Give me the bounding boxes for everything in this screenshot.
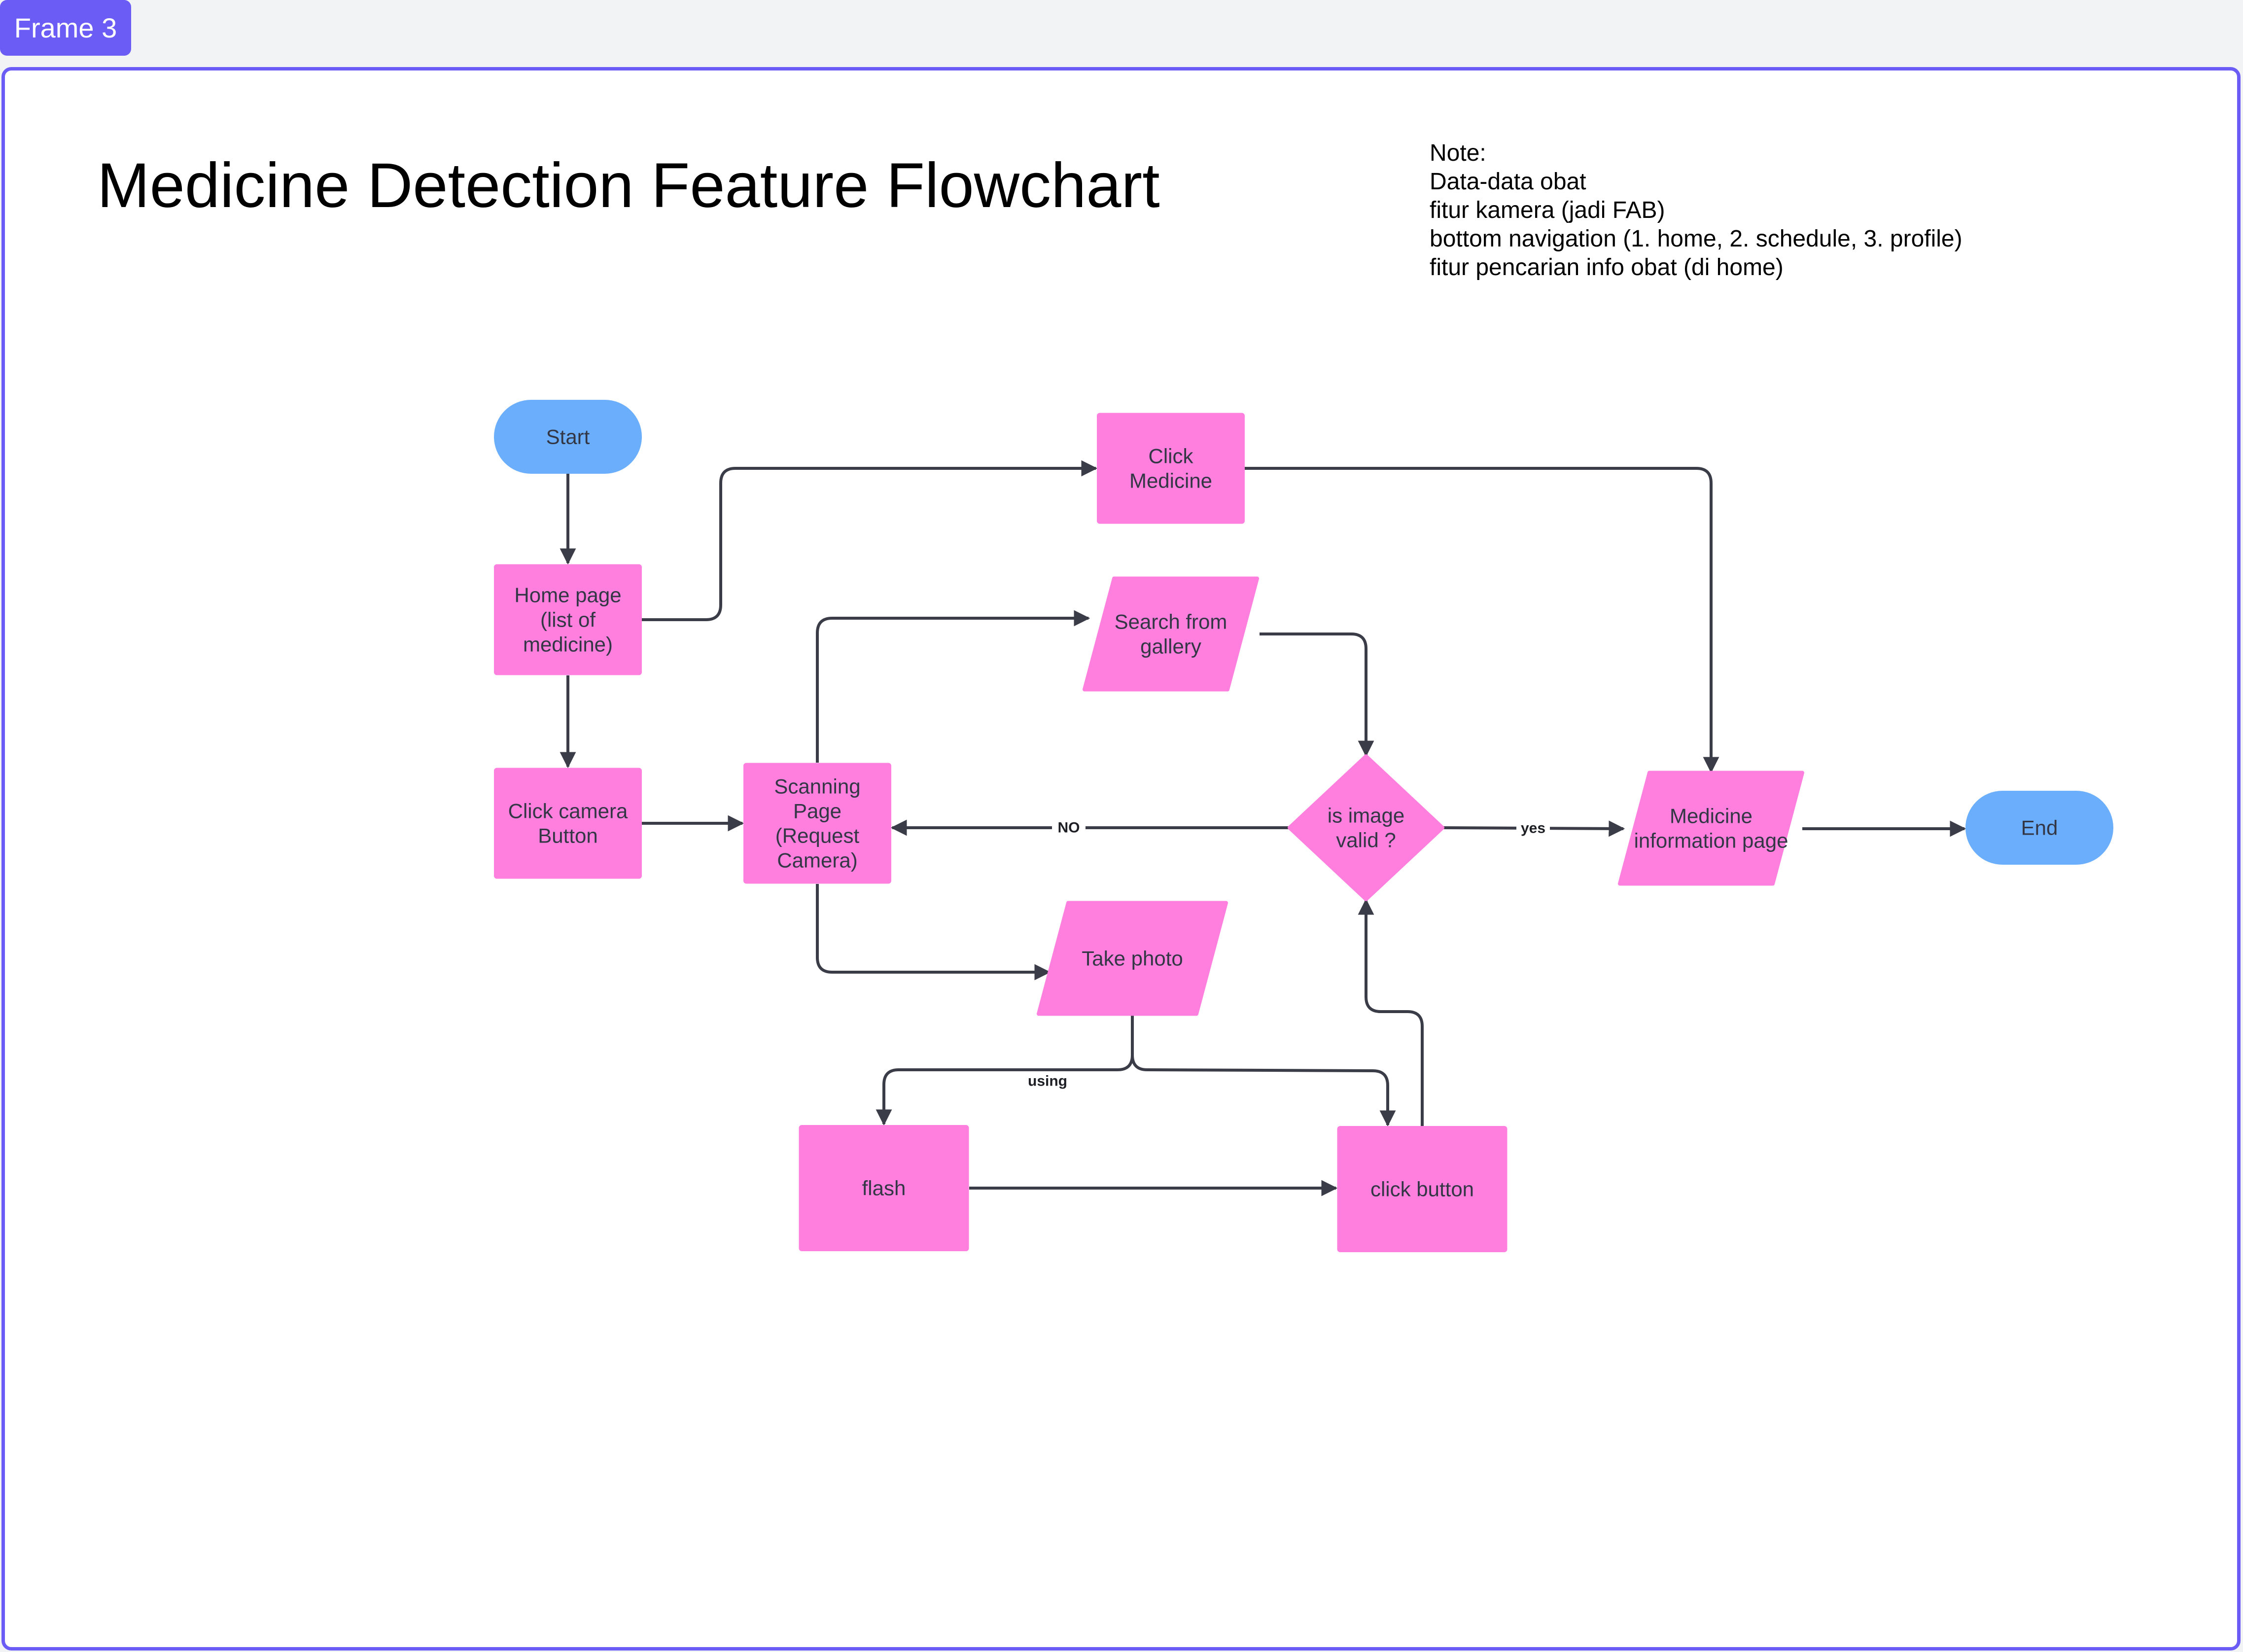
edge-photo-flash <box>876 1014 1134 1126</box>
node-label-line: flash <box>862 1177 906 1200</box>
node-label-line: (Request <box>775 824 860 847</box>
node-label-line: Scanning <box>774 775 860 798</box>
decision-shape <box>1288 754 1444 901</box>
note-line: fitur pencarian info obat (di home) <box>1430 254 1784 281</box>
terminal-shape <box>494 400 642 474</box>
edge-label-valid-info: yes <box>1521 820 1545 837</box>
node-label-line: Click <box>1149 445 1194 468</box>
edge-clickmed-info <box>1245 467 1719 773</box>
edge-scan-photo <box>816 884 1051 981</box>
node-label-line: gallery <box>1140 635 1201 658</box>
data-shape <box>1037 901 1228 1016</box>
terminal-shape <box>1965 791 2113 865</box>
node-flash[interactable]: flash <box>799 1125 969 1251</box>
node-label-line: Click camera <box>508 800 628 823</box>
process-shape <box>743 763 891 884</box>
diagram-title: Medicine Detection Feature Flowchart <box>97 150 1160 221</box>
note-heading: Note: <box>1430 140 1486 166</box>
process-shape <box>494 564 642 675</box>
node-label: click button <box>1370 1178 1474 1201</box>
process-shape <box>799 1125 969 1251</box>
edge-photo-click <box>1131 1054 1396 1127</box>
node-label-line: Medicine <box>1129 469 1212 492</box>
process-shape <box>1097 413 1245 524</box>
node-label: flash <box>862 1177 906 1200</box>
node-label-line: valid ? <box>1336 829 1396 852</box>
edge-scan-search <box>816 610 1090 763</box>
node-label-line: (list of <box>540 608 596 632</box>
node-take-photo[interactable]: Take photo <box>1037 901 1228 1016</box>
edge-label-bg <box>1052 818 1086 838</box>
edge-labels: NO yes using <box>1028 818 1550 1091</box>
note-line: bottom navigation (1. home, 2. schedule,… <box>1430 226 1963 252</box>
node-start[interactable]: Start <box>494 400 642 474</box>
note-line: Data-data obat <box>1430 169 1586 195</box>
node-label-line: Search from <box>1115 610 1227 633</box>
node-label-line: Home page <box>514 584 621 607</box>
edge-label-photo-flash: using <box>1028 1073 1067 1090</box>
edge-home-clickmed <box>642 460 1098 621</box>
node-label-line: End <box>2021 816 2058 840</box>
node-label-line: information page <box>1634 829 1788 852</box>
edge-label-bg <box>1516 818 1550 838</box>
node-label: Start <box>546 425 590 449</box>
data-shape <box>1083 576 1259 692</box>
process-shape <box>494 768 642 879</box>
edge-label-valid-scan: NO <box>1058 820 1080 836</box>
node-end[interactable]: End <box>1965 791 2113 865</box>
note-line: fitur kamera (jadi FAB) <box>1430 197 1665 223</box>
node-label-line: is image <box>1328 804 1404 827</box>
edge-search-valid <box>1260 633 1374 757</box>
edge-label-bg <box>1031 1071 1064 1091</box>
node-label-line: medicine) <box>523 633 613 656</box>
frame-label[interactable]: Frame 3 <box>0 0 131 56</box>
node-label-line: Camera) <box>777 849 857 872</box>
node-label-line: click button <box>1370 1178 1474 1201</box>
node-label: End <box>2021 816 2058 840</box>
node-label-line: Take photo <box>1082 947 1183 970</box>
node-label-line: Medicine <box>1670 805 1752 828</box>
node-label-line: Button <box>538 824 597 847</box>
note-block: Note: Data-data obat fitur kamera (jadi … <box>1430 139 1963 282</box>
process-shape <box>1337 1126 1507 1252</box>
node-label-line: Page <box>793 800 841 823</box>
node-label-line: Start <box>546 425 590 449</box>
frame-canvas <box>1 67 2241 1651</box>
node-label: Take photo <box>1082 947 1183 970</box>
node-click-button[interactable]: click button <box>1337 1126 1507 1252</box>
data-shape <box>1618 771 1804 886</box>
edge-click-valid <box>1358 898 1424 1126</box>
